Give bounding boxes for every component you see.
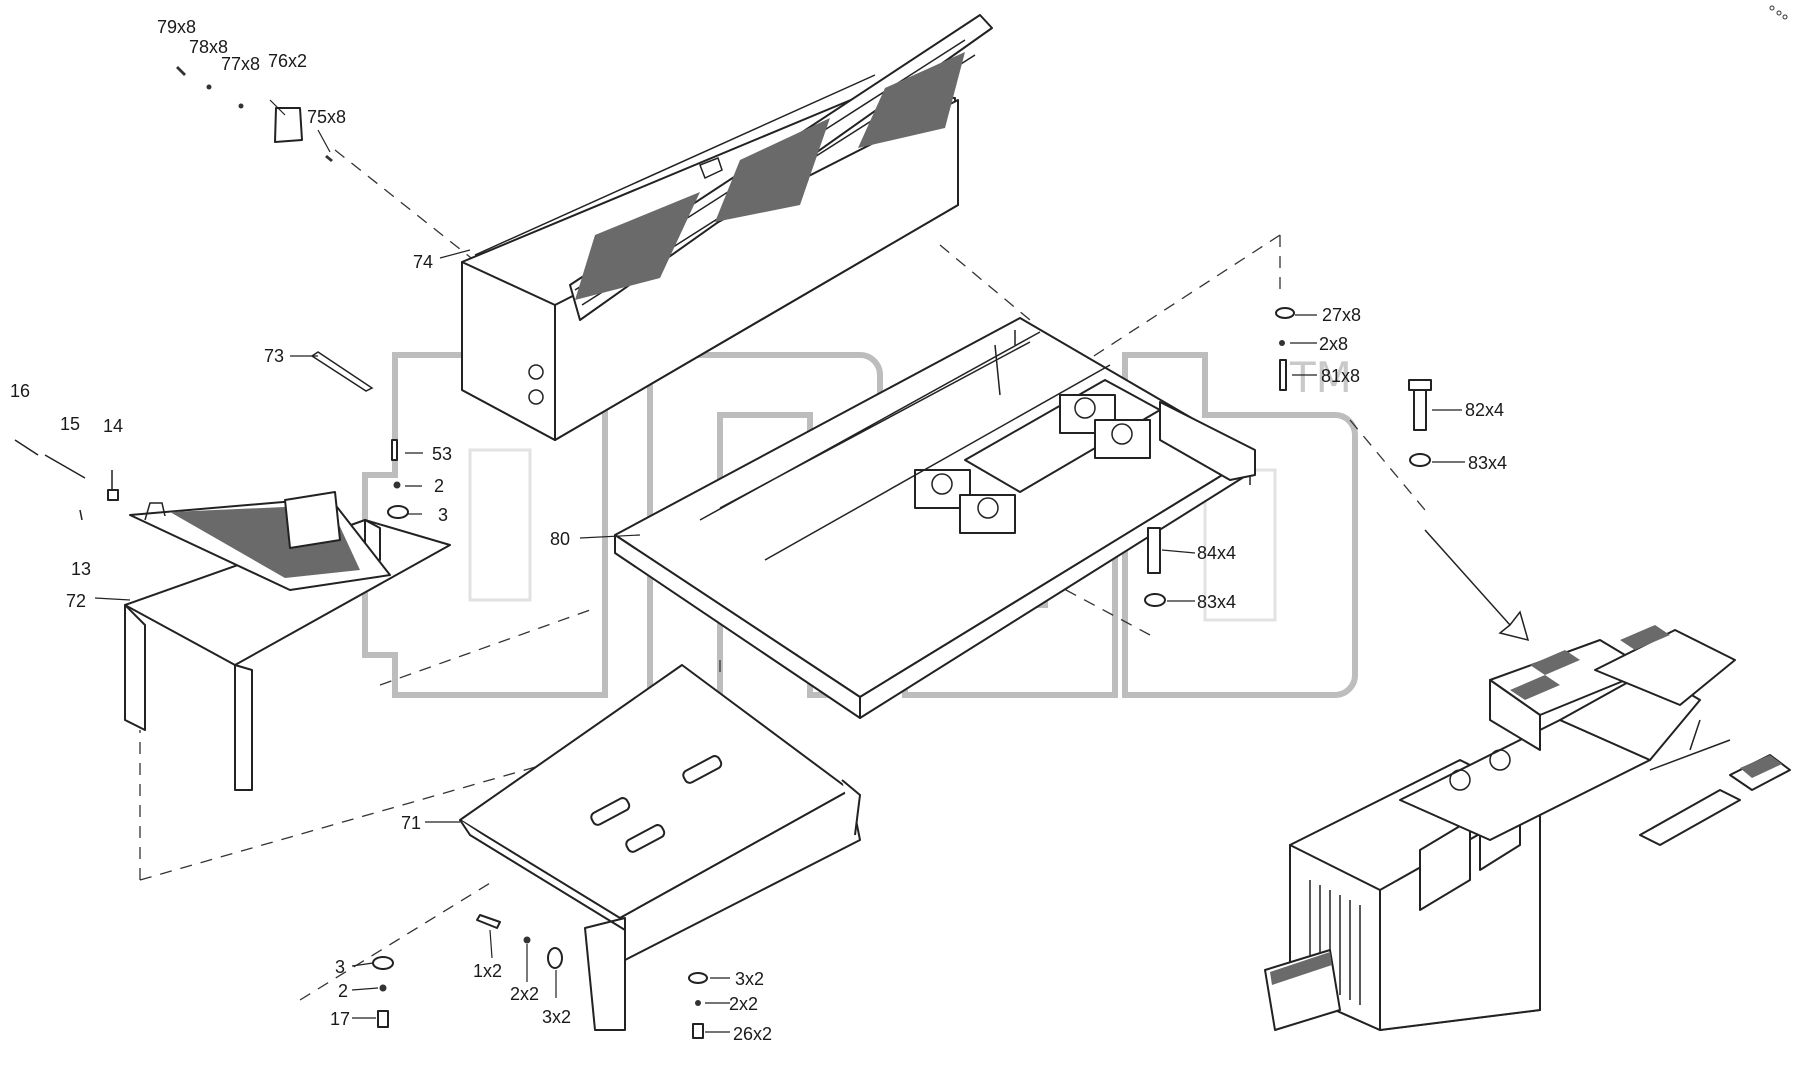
callout-2b: 2 (338, 981, 348, 1001)
callout-79: 79x8 (157, 17, 196, 37)
callout-1x2: 1x2 (473, 961, 502, 981)
callout-17: 17 (330, 1009, 350, 1029)
callout-26: 26x2 (733, 1024, 772, 1044)
callout-13: 13 (71, 559, 91, 579)
callout-81: 81x8 (1321, 366, 1360, 386)
callout-53: 53 (432, 444, 452, 464)
hardware (14, 66, 1432, 1039)
corner-dots-icon (1769, 5, 1788, 20)
callout-73: 73 (264, 346, 284, 366)
callout-15: 15 (60, 414, 80, 434)
callout-77: 77x8 (221, 54, 260, 74)
callout-76: 76x2 (268, 51, 307, 71)
callout-84: 84x4 (1197, 543, 1236, 563)
direction-arrow-icon (1424, 529, 1530, 642)
frame-part-80 (614, 317, 1256, 719)
callout-3x2b: 3x2 (735, 969, 764, 989)
callout-83b: 83x4 (1197, 592, 1236, 612)
toolbox-part-74 (461, 14, 993, 441)
trademark-mark: TM (1289, 353, 1352, 402)
callout-labels: 79x8 78x8 77x8 76x2 75x8 74 73 53 2 3 16… (10, 17, 1507, 1044)
callout-2x2b: 2x2 (729, 994, 758, 1014)
callout-74: 74 (413, 252, 433, 272)
callout-82: 82x4 (1465, 400, 1504, 420)
floor-panel-part-71 (459, 664, 861, 1031)
callout-83a: 83x4 (1468, 453, 1507, 473)
callout-16: 16 (10, 381, 30, 401)
callout-71: 71 (401, 813, 421, 833)
stand-part-72 (124, 491, 451, 791)
rod-part-73 (310, 351, 374, 392)
callout-3b: 3 (335, 957, 345, 977)
callout-75: 75x8 (307, 107, 346, 127)
callout-78: 78x8 (189, 37, 228, 57)
assembly-lines (139, 149, 1426, 1001)
callout-2a: 2 (434, 476, 444, 496)
leader-lines (94, 99, 1465, 1033)
callout-80: 80 (550, 529, 570, 549)
callout-2x8: 2x8 (1319, 334, 1348, 354)
assembly-location-view (1264, 529, 1791, 1031)
callout-72: 72 (66, 591, 86, 611)
callout-3a: 3 (438, 505, 448, 525)
callout-27: 27x8 (1322, 305, 1361, 325)
callout-14: 14 (103, 416, 123, 436)
callout-2x2a: 2x2 (510, 984, 539, 1004)
callout-3x2a: 3x2 (542, 1007, 571, 1027)
